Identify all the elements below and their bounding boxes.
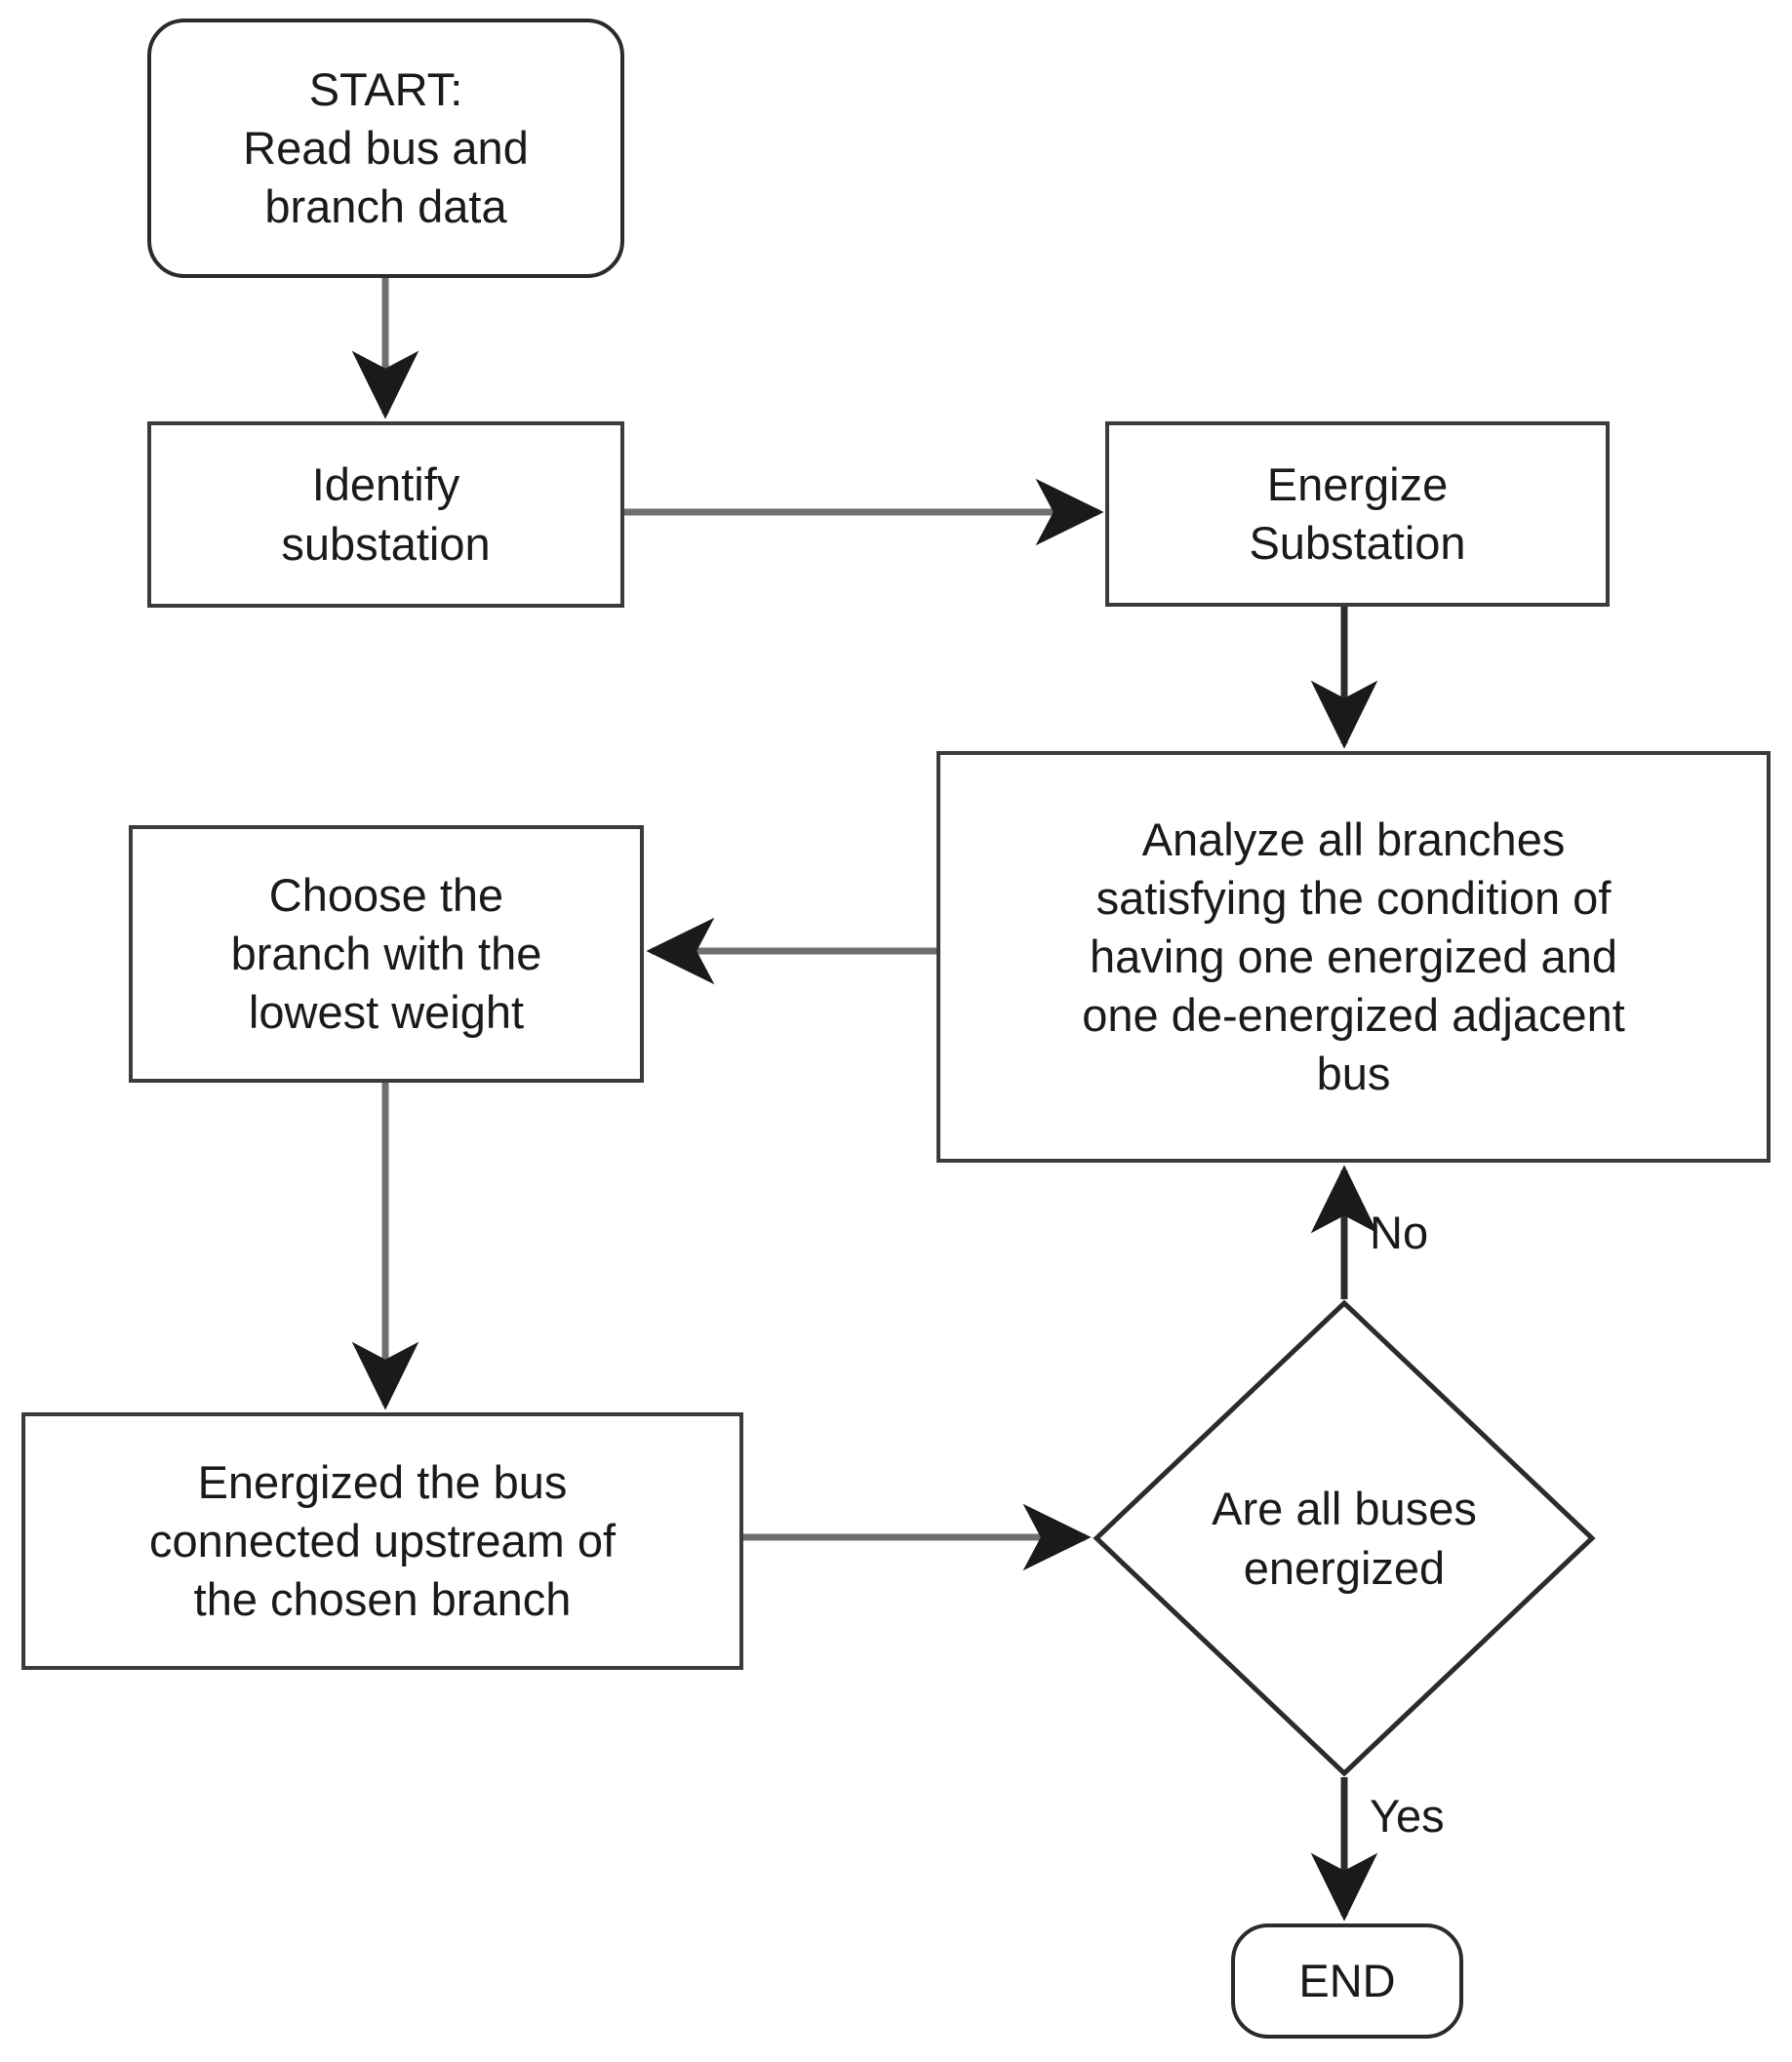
edge-label-no: No (1370, 1207, 1429, 1258)
node-end[interactable]: END (1231, 1923, 1463, 2039)
diamond-shape (1093, 1299, 1596, 1777)
node-analyze-branches[interactable]: Analyze all branches satisfying the cond… (936, 751, 1771, 1163)
node-energize-upstream-bus[interactable]: Energized the bus connected upstream of … (21, 1412, 743, 1670)
node-energize-substation[interactable]: Energize Substation (1105, 421, 1610, 607)
node-start[interactable]: START: Read bus and branch data (147, 19, 624, 278)
node-decision-all-buses-energized[interactable]: Are all buses energized (1093, 1299, 1596, 1777)
edge-label-yes: Yes (1370, 1790, 1445, 1842)
node-choose-lowest-weight-branch[interactable]: Choose the branch with the lowest weight (129, 825, 644, 1083)
node-identify-substation[interactable]: Identify substation (147, 421, 624, 608)
decision-label: Are all buses energized (1212, 1482, 1477, 1594)
